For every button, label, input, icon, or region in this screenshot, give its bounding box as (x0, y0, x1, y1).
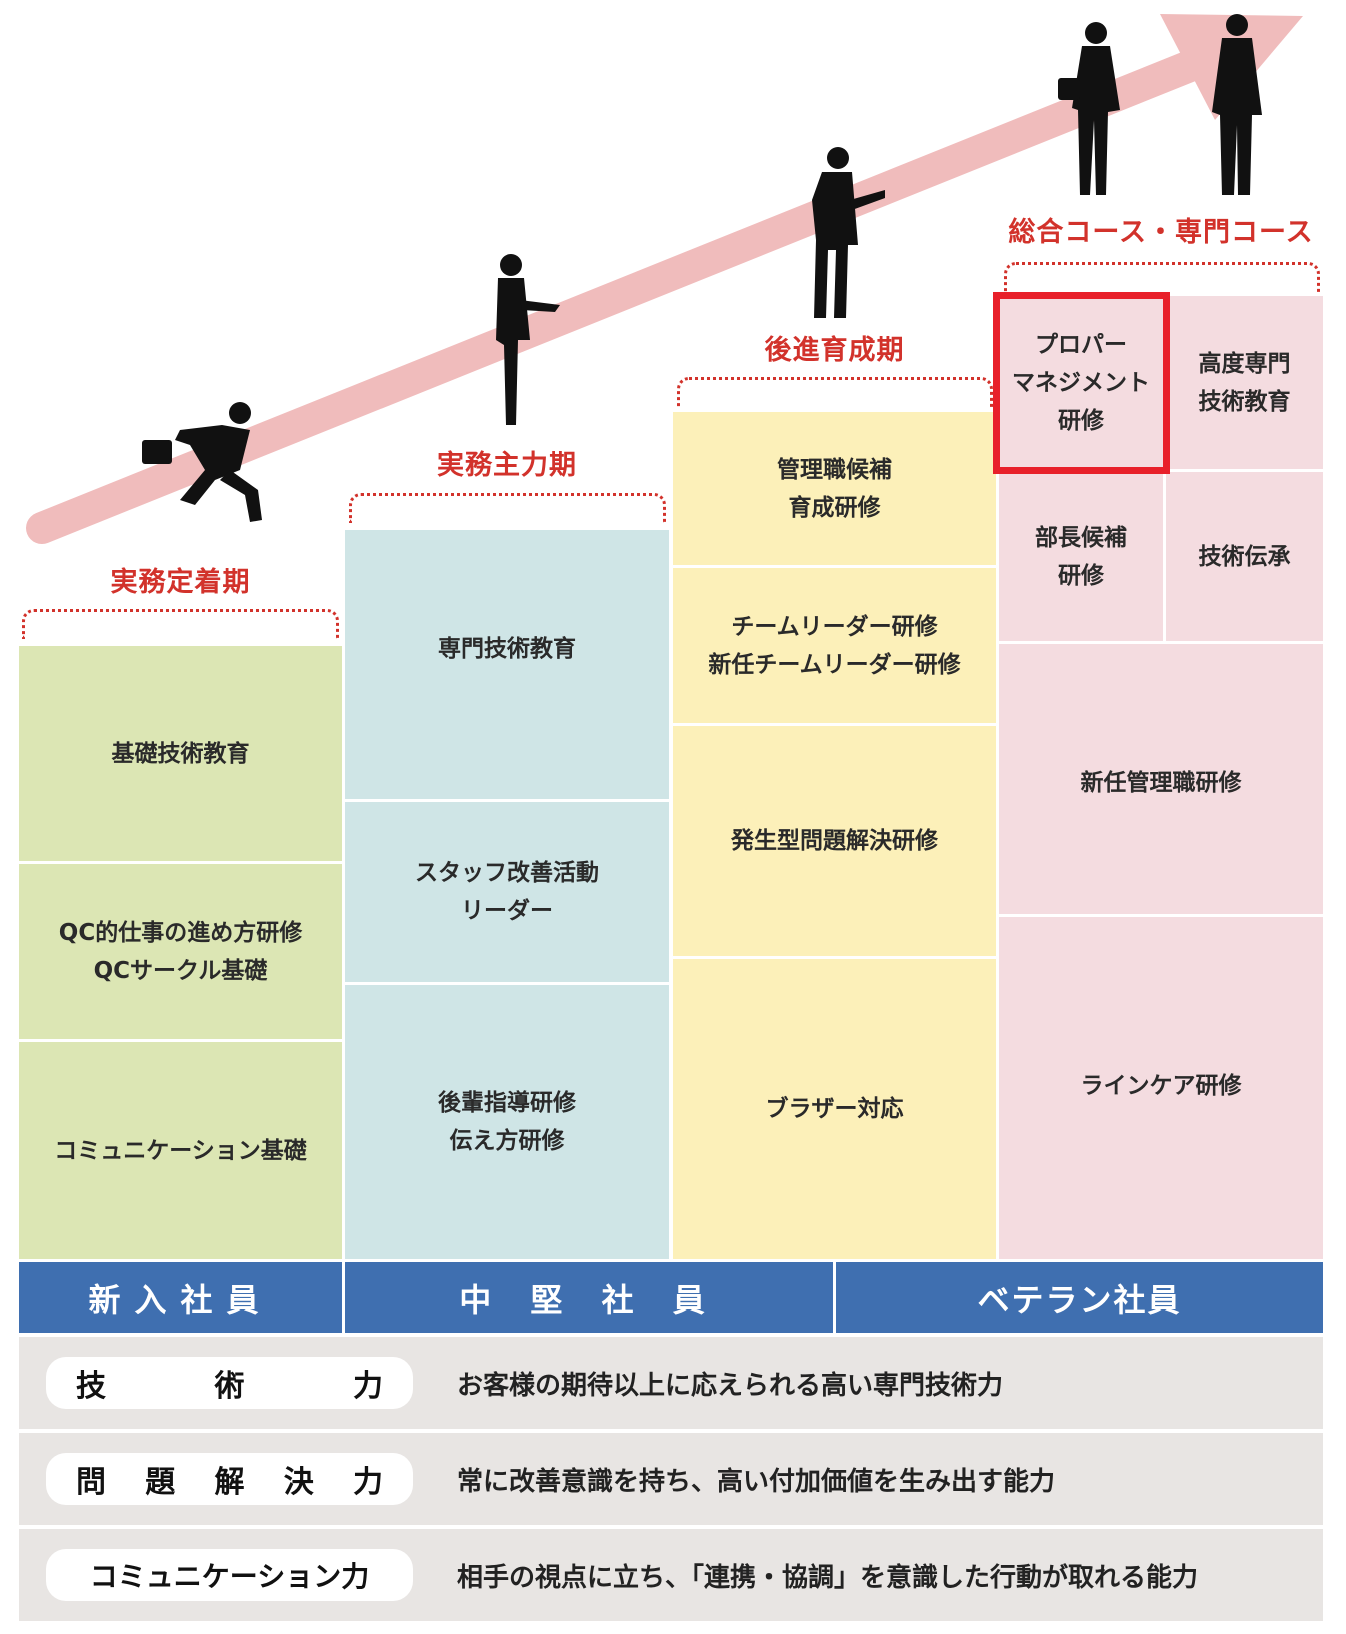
businessman-documents-icon (1212, 14, 1262, 195)
stage-bracket (22, 609, 339, 639)
header-new-employee: 新入社員 (19, 1262, 342, 1333)
running-businessman-icon (142, 402, 262, 522)
training-cell: 部長候補 研修 (999, 472, 1163, 641)
businessman-presenting-icon (812, 147, 885, 318)
training-cell: 高度専門 技術教育 (1166, 296, 1323, 469)
training-cell: QC的仕事の進め方研修 QCサークル基礎 (19, 864, 342, 1039)
stage-label: 実務主力期 (437, 450, 577, 481)
label-char: 力 (353, 1465, 383, 1500)
training-cell: 新任管理職研修 (999, 644, 1323, 914)
header-mid-employee: 中 堅 社 員 (345, 1262, 833, 1333)
training-cell: 発生型問題解決研修 (673, 726, 996, 956)
stage-label: 総合コース・専門コース (1008, 217, 1314, 248)
ability-row: 技 術 力 お客様の期待以上に応えられる高い専門技術力 (19, 1337, 1323, 1429)
label-char: 決 (283, 1465, 314, 1500)
training-cell: コミュニケーション基礎 (19, 1042, 342, 1259)
training-cell: ラインケア研修 (999, 917, 1323, 1259)
stage-bracket (349, 493, 666, 523)
training-cell: 管理職候補 育成研修 (673, 412, 996, 565)
businesswoman-bag-icon (1058, 22, 1120, 195)
label-char: 問 (76, 1465, 106, 1500)
ability-row: 問 題 解 決 力 常に改善意識を持ち、高い付加価値を生み出す能力 (19, 1433, 1323, 1525)
label-char: 解 (214, 1465, 245, 1500)
training-cell: ブラザー対応 (673, 959, 996, 1259)
training-cell: 技術伝承 (1166, 472, 1323, 641)
stage-bracket (1004, 262, 1320, 292)
businesswoman-tablet-icon (496, 254, 560, 425)
training-cell: 専門技術教育 (345, 530, 669, 799)
training-cell: スタッフ改善活動 リーダー (345, 802, 669, 982)
ability-label: コミュニケーション力 (46, 1549, 413, 1601)
label-char: 力 (353, 1369, 383, 1404)
growth-arrow-icon (26, 14, 1303, 544)
ability-label: 技術力 (46, 1357, 413, 1409)
training-cell: チームリーダー研修 新任チームリーダー研修 (673, 568, 996, 723)
header-veteran-employee: ベテラン社員 (836, 1262, 1323, 1333)
ability-description: お客様の期待以上に応えられる高い専門技術力 (457, 1370, 1004, 1401)
training-cell-highlighted: プロパー マネジメント 研修 (999, 296, 1163, 469)
ability-description: 相手の視点に立ち、「連携・協調」を意識した行動が取れる能力 (457, 1562, 1199, 1593)
label-char: 術 (214, 1369, 245, 1404)
label-char: 題 (145, 1465, 176, 1500)
ability-label: 問題解決力 (46, 1453, 413, 1505)
highlight-frame (993, 292, 1170, 474)
stage-label: 後進育成期 (764, 335, 905, 366)
label-char: 技 (76, 1369, 106, 1404)
training-cell: 後輩指導研修 伝え方研修 (345, 985, 669, 1259)
stage-label: 実務定着期 (110, 567, 251, 598)
training-cell: 基礎技術教育 (19, 646, 342, 861)
label-char: コミュニケーション力 (89, 1560, 370, 1593)
ability-description: 常に改善意識を持ち、高い付加価値を生み出す能力 (457, 1466, 1056, 1497)
stage-bracket (677, 377, 993, 407)
ability-row: コミュニケーション力 相手の視点に立ち、「連携・協調」を意識した行動が取れる能力 (19, 1529, 1323, 1621)
